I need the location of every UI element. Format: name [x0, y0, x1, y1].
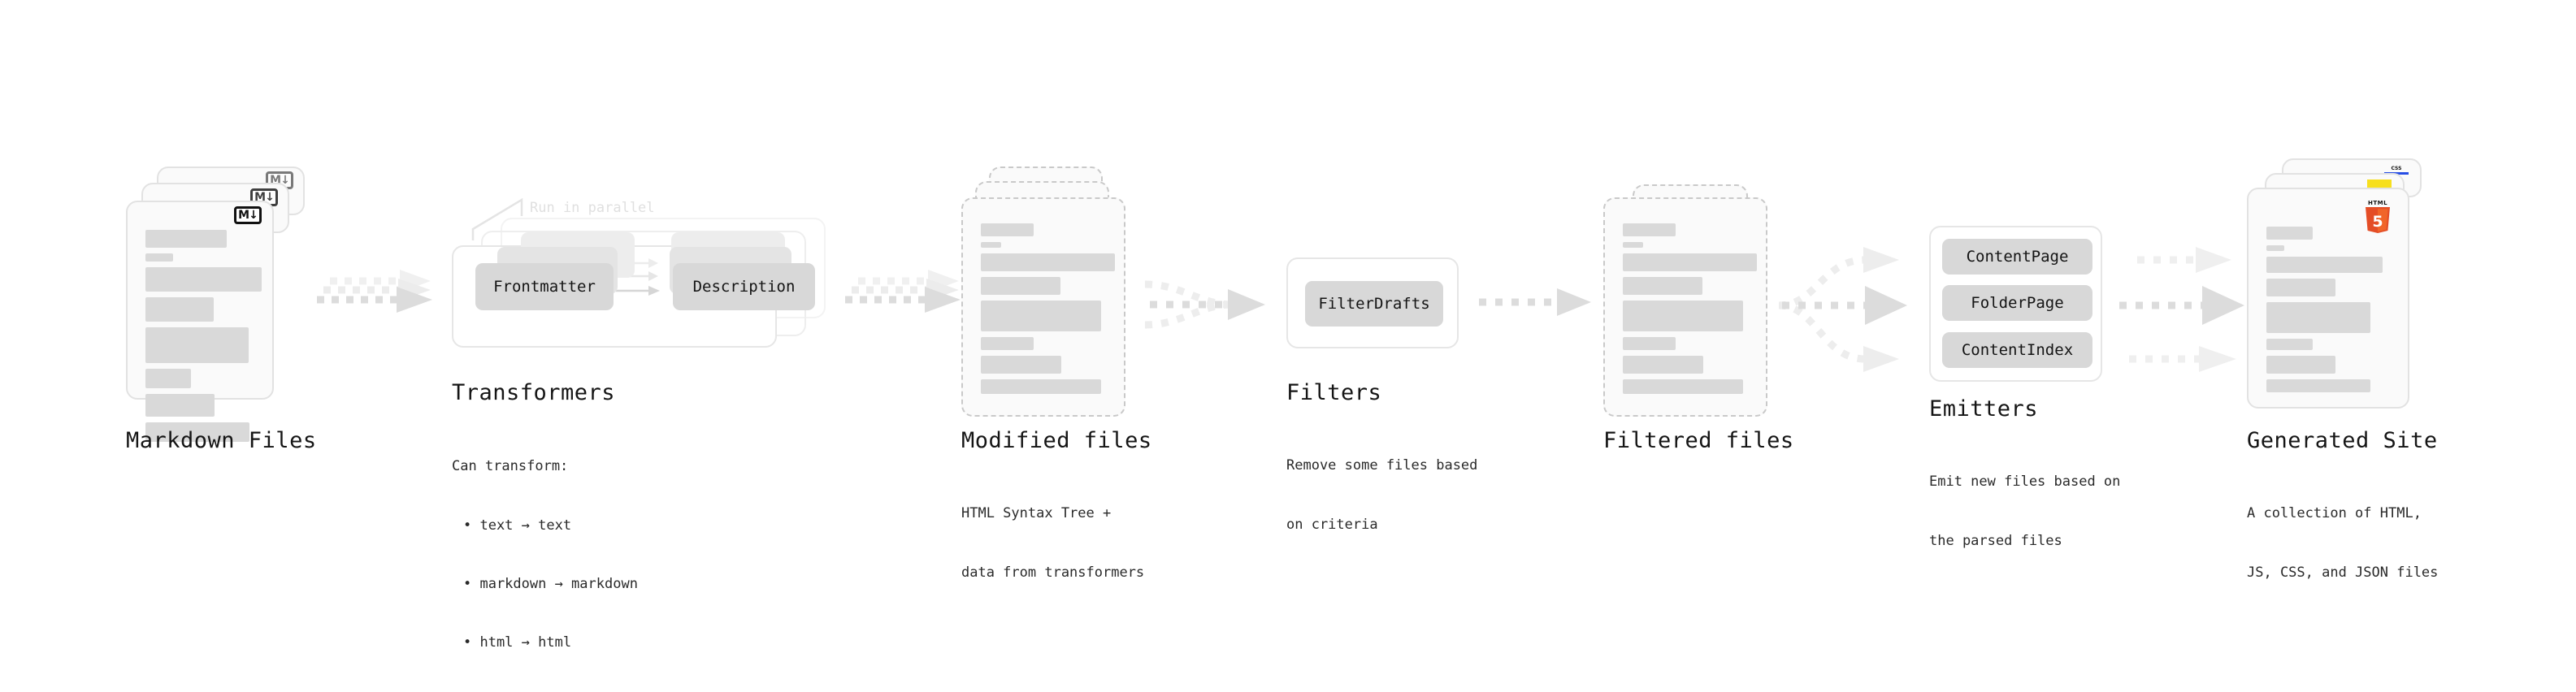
filtered-file-card-front — [1603, 197, 1767, 417]
transformers-sub-line-3: • html → html — [463, 634, 572, 651]
html5-icon: HTML 5 — [2364, 201, 2392, 233]
emitters-sub-line-0: Emit new files based on — [1929, 474, 2121, 491]
skeleton-row — [145, 369, 191, 388]
skeleton-row — [981, 277, 1060, 295]
filters-sub-line-0: Remove some files based — [1286, 457, 1478, 474]
stage-subtitle-modified-files: HTML Syntax Tree + data from transformer… — [961, 465, 1144, 621]
connector-md-to-transformers — [309, 268, 447, 341]
stage-subtitle-generated-site: A collection of HTML, JS, CSS, and JSON … — [2247, 465, 2438, 621]
dotted-arrow-parallel-icon — [2119, 247, 2244, 372]
connector-emitters-to-site — [2113, 236, 2267, 382]
skeleton-row — [1623, 223, 1676, 236]
skeleton-row — [145, 253, 173, 262]
markdown-file-skeleton — [145, 230, 262, 448]
modified-sub-line-1: data from transformers — [961, 564, 1145, 581]
run-in-parallel-label: Run in parallel — [530, 200, 655, 216]
html5-shield-icon: 5 — [2366, 207, 2390, 233]
skeleton-row — [2266, 302, 2370, 333]
skeleton-row — [145, 297, 214, 322]
transformers-sub-line-1: • text → text — [463, 517, 572, 534]
skeleton-row — [1623, 356, 1703, 374]
transformers-group-stack: Frontmatter Description — [452, 218, 834, 372]
skeleton-row — [2266, 245, 2284, 251]
bracket-icon — [471, 197, 523, 240]
stage-subtitle-filters: Remove some files based on criteria — [1286, 417, 1477, 573]
skeleton-row — [981, 337, 1034, 350]
filters-group: FilterDrafts — [1286, 257, 1459, 348]
skeleton-row — [1623, 301, 1743, 331]
html5-icon-label: HTML — [2367, 200, 2388, 206]
emitters-sub-line-1: the parsed files — [1929, 532, 2062, 549]
generated-site-card-stack: CSS HTML 5 — [2247, 158, 2434, 418]
skeleton-row — [1623, 337, 1676, 350]
dotted-arrow-stack-icon — [317, 270, 432, 313]
skeleton-row — [145, 394, 215, 417]
site-sub-line-0: A collection of HTML, — [2247, 505, 2422, 522]
modified-file-card-front — [961, 197, 1125, 417]
stage-subtitle-emitters: Emit new files based on the parsed files — [1929, 433, 2120, 590]
stage-title-filtered-files: Filtered files — [1603, 428, 1794, 453]
stage-title-transformers: Transformers — [452, 380, 616, 405]
dotted-arrow-icon — [1479, 288, 1591, 316]
stage-title-filters: Filters — [1286, 380, 1382, 405]
skeleton-row — [981, 379, 1101, 394]
skeleton-row — [1623, 253, 1757, 271]
html5-icon-number: 5 — [2372, 213, 2383, 231]
skeleton-row — [981, 301, 1101, 331]
dotted-arrow-stack-icon — [845, 270, 961, 313]
emitters-group: ContentPage FolderPage ContentIndex — [1929, 226, 2102, 382]
connector-modified-to-filters — [1142, 260, 1296, 349]
generated-site-card-front: HTML 5 — [2247, 188, 2409, 409]
run-in-parallel-bracket — [471, 193, 569, 250]
filtered-files-card-stack — [1603, 167, 1782, 417]
skeleton-row — [981, 242, 1001, 248]
transformer-chip-description[interactable]: Description — [673, 263, 815, 310]
js-icon — [2367, 179, 2392, 190]
stage-title-markdown-files: Markdown Files — [126, 428, 317, 453]
skeleton-row — [2266, 227, 2313, 240]
markdown-file-card-front — [126, 201, 274, 442]
emitter-chip-contentindex[interactable]: ContentIndex — [1942, 332, 2092, 368]
filters-sub-line-1: on criteria — [1286, 516, 1378, 533]
stage-title-generated-site: Generated Site — [2247, 428, 2438, 453]
stage-title-modified-files: Modified files — [961, 428, 1152, 453]
modified-file-skeleton — [981, 223, 1115, 400]
skeleton-row — [145, 230, 227, 248]
stage-subtitle-transformers: Can transform: • text → text • markdown … — [452, 417, 638, 692]
skeleton-row — [1623, 242, 1643, 248]
modified-files-card-stack — [961, 167, 1140, 417]
modified-sub-line-0: HTML Syntax Tree + — [961, 505, 1112, 522]
skeleton-row — [2266, 279, 2335, 296]
emitter-chip-folderpage[interactable]: FolderPage — [1942, 285, 2092, 321]
skeleton-row — [2266, 379, 2370, 392]
connector-filtered-to-emitters — [1776, 236, 1930, 382]
transformer-chip-frontmatter[interactable]: Frontmatter — [475, 263, 614, 310]
connector-transformers-to-modified — [837, 268, 975, 341]
skeleton-row — [981, 356, 1061, 374]
site-sub-line-1: JS, CSS, and JSON files — [2247, 564, 2439, 581]
markdown-icon: M↓ — [234, 206, 262, 224]
skeleton-row — [1623, 379, 1743, 394]
skeleton-row — [2266, 356, 2335, 374]
skeleton-row — [981, 253, 1115, 271]
generated-site-skeleton — [2266, 227, 2393, 398]
skeleton-row — [145, 422, 249, 442]
stage-title-emitters: Emitters — [1929, 396, 2039, 422]
filter-chip-filterdrafts[interactable]: FilterDrafts — [1305, 281, 1443, 327]
skeleton-row — [145, 327, 249, 363]
css-icon-label: CSS — [2391, 166, 2402, 171]
emitter-chip-contentpage[interactable]: ContentPage — [1942, 239, 2092, 275]
skeleton-row — [2266, 257, 2383, 273]
filtered-file-skeleton — [1623, 223, 1757, 400]
skeleton-row — [1623, 277, 1702, 295]
skeleton-row — [981, 223, 1034, 236]
transformers-sub-line-0: Can transform: — [452, 458, 569, 475]
skeleton-row — [2266, 339, 2313, 350]
dotted-arrow-branch-icon — [1778, 247, 1907, 372]
transformers-sub-line-2: • markdown → markdown — [463, 576, 638, 592]
connector-filters-to-filtered — [1476, 286, 1606, 327]
dotted-arrow-merge-icon — [1144, 280, 1265, 329]
skeleton-row — [145, 267, 262, 292]
markdown-files-card-stack: M↓ M↓ M↓ — [126, 167, 305, 442]
